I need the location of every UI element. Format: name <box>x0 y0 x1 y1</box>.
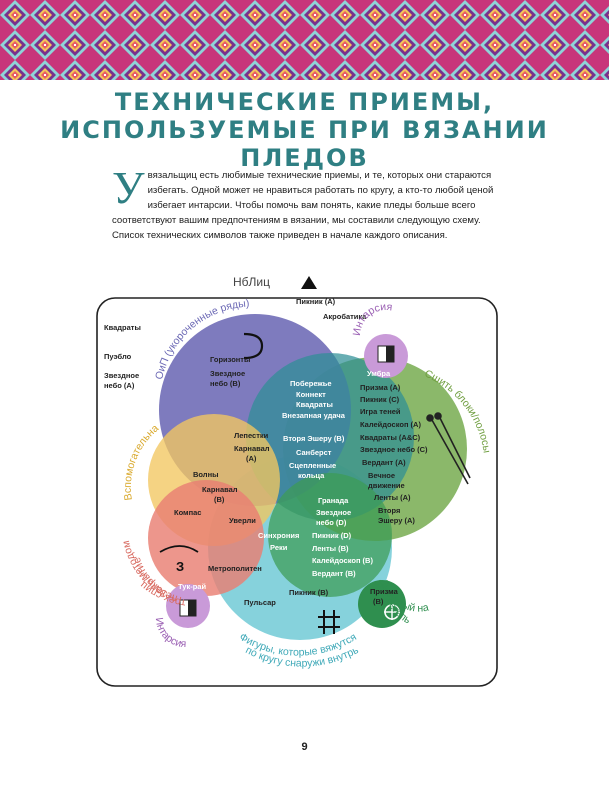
item-carnival-b-2: (В) <box>214 495 225 504</box>
hash-icon <box>318 610 340 634</box>
item-umbra: Умбра <box>367 369 391 378</box>
page-title-line-1: ТЕХНИЧЕСКИЕ ПРИЕМЫ, <box>114 88 495 116</box>
item-petals: Лепестки <box>234 431 269 440</box>
item-compass: Компас <box>174 508 201 517</box>
page-number: 9 <box>301 741 308 753</box>
circle-center <box>246 353 414 521</box>
needle-pair-icon <box>426 412 471 485</box>
three-needle-bindoff-icon: З <box>176 559 184 574</box>
intro-paragraph: У вязальщиц есть любимые технические при… <box>112 162 512 243</box>
item-horizons: Горизонты <box>210 355 250 364</box>
intarsia-square-icon <box>179 599 197 617</box>
item-picnic-d: Пикник (D) <box>312 531 352 540</box>
item-waves: Волны <box>193 470 219 479</box>
item-echo-b: Вторя Эшеру (В) <box>283 434 345 443</box>
label-intarsia-top: Интарсия <box>351 301 393 337</box>
item-carnival-a-1: Карнавал <box>234 444 270 453</box>
circle-cast-on-icon <box>384 604 400 620</box>
item-metropolitan: Метрополитен <box>208 564 262 573</box>
outside-item-starry-a-1: Звездное <box>104 371 139 380</box>
item-squares: Квадраты <box>296 400 333 409</box>
item-kaleido-a: Калейдоскоп (А) <box>360 420 421 429</box>
item-picnic-c: Пикник (С) <box>360 395 400 404</box>
item-starry-c: Звездное небо (С) <box>360 445 428 454</box>
items-overlaps: Лепестки Карнавал (А) Волны Карнавал (В)… <box>174 431 399 607</box>
item-twirl: Уверли <box>229 516 256 525</box>
item-rings-2: кольца <box>298 471 325 480</box>
item-picnic-b: Пикник (В) <box>289 588 329 597</box>
outside-item-acrobatics: Акробатика <box>323 312 367 321</box>
item-prism-b-1: Призма <box>370 587 399 596</box>
stockinette-frame <box>96 297 498 687</box>
three-needle-arc <box>159 545 199 553</box>
outside-item-squares: Квадраты <box>104 323 141 332</box>
item-eternal-2: движение <box>368 481 405 490</box>
item-starry-b-2: небо (В) <box>210 379 241 388</box>
item-rivers: Реки <box>270 543 288 552</box>
technique-venn-diagram: НбЛиц Квадраты Пуэбло Звездное небо (А) … <box>0 260 498 687</box>
outside-item-picnic-a: Пикник (А) <box>296 297 336 306</box>
item-verdant-b: Вердант (В) <box>312 569 356 578</box>
page-title-line-2: ИСПОЛЬЗУЕМЫЕ ПРИ ВЯЗАНИИ ПЛЕДОВ <box>60 116 549 172</box>
item-carnival-a-2: (А) <box>246 454 257 463</box>
item-second-1: Вторя <box>378 506 400 515</box>
item-second-2: Эшеру (А) <box>378 516 415 525</box>
item-starry-d-2: небо (D) <box>316 518 347 527</box>
item-tuk-ray: Тук-рай <box>178 582 206 591</box>
item-rings-1: Сцепленные <box>289 461 336 470</box>
item-coast: Побережье <box>290 379 332 388</box>
item-pulsar: Пульсар <box>244 598 276 607</box>
intro-text: вязальщиц есть любимые технические прием… <box>112 170 494 241</box>
item-lenti-a: Ленты (А) <box>374 493 411 502</box>
outside-item-pueblo: Пуэбло <box>104 352 132 361</box>
items-sewn: Призма (А) Пикник (С) Игра теней Калейдо… <box>360 383 428 525</box>
item-carnival-b-1: Карнавал <box>202 485 238 494</box>
items-short-rows: Горизонты Звездное небо (В) <box>210 355 250 388</box>
item-granada: Гранада <box>318 496 349 505</box>
triangle-icon <box>301 276 317 289</box>
item-sunburst: Санберст <box>296 448 332 457</box>
item-squares-ac: Квадраты (A&C) <box>360 433 421 442</box>
item-connect: Коннект <box>296 390 326 399</box>
intarsia-square-icon <box>377 345 395 363</box>
label-lifeline: Вспомогательная нить <box>0 260 161 501</box>
decorative-pattern-banner <box>0 0 609 80</box>
item-eternal-1: Вечное <box>368 471 395 480</box>
item-verdant-a: Вердант (А) <box>362 458 406 467</box>
item-lenti-b: Ленты (В) <box>312 544 349 553</box>
circle-provisional-small <box>358 580 406 628</box>
item-prism-b-2: (В) <box>373 597 384 606</box>
drop-cap: У <box>112 162 145 213</box>
item-shadows: Игра теней <box>360 407 401 416</box>
item-kaleido-b: Калейдоскоп (В) <box>312 556 373 565</box>
item-starry-d-1: Звездное <box>316 508 351 517</box>
item-prism-a: Призма (А) <box>360 383 401 392</box>
circle-three-needle <box>148 480 264 596</box>
items-center: Умбра Побережье Коннект Квадраты Внезапн… <box>282 369 391 480</box>
short-row-turn-icon <box>243 332 264 360</box>
item-sudden-luck: Внезапная удача <box>282 411 346 420</box>
outside-item-starry-a-2: небо (А) <box>104 381 135 390</box>
item-starry-b-1: Звездное <box>210 369 245 378</box>
item-sync: Синхрония <box>258 531 299 540</box>
circle-provisional <box>268 473 392 597</box>
stockinette-label: НбЛиц <box>233 275 270 289</box>
